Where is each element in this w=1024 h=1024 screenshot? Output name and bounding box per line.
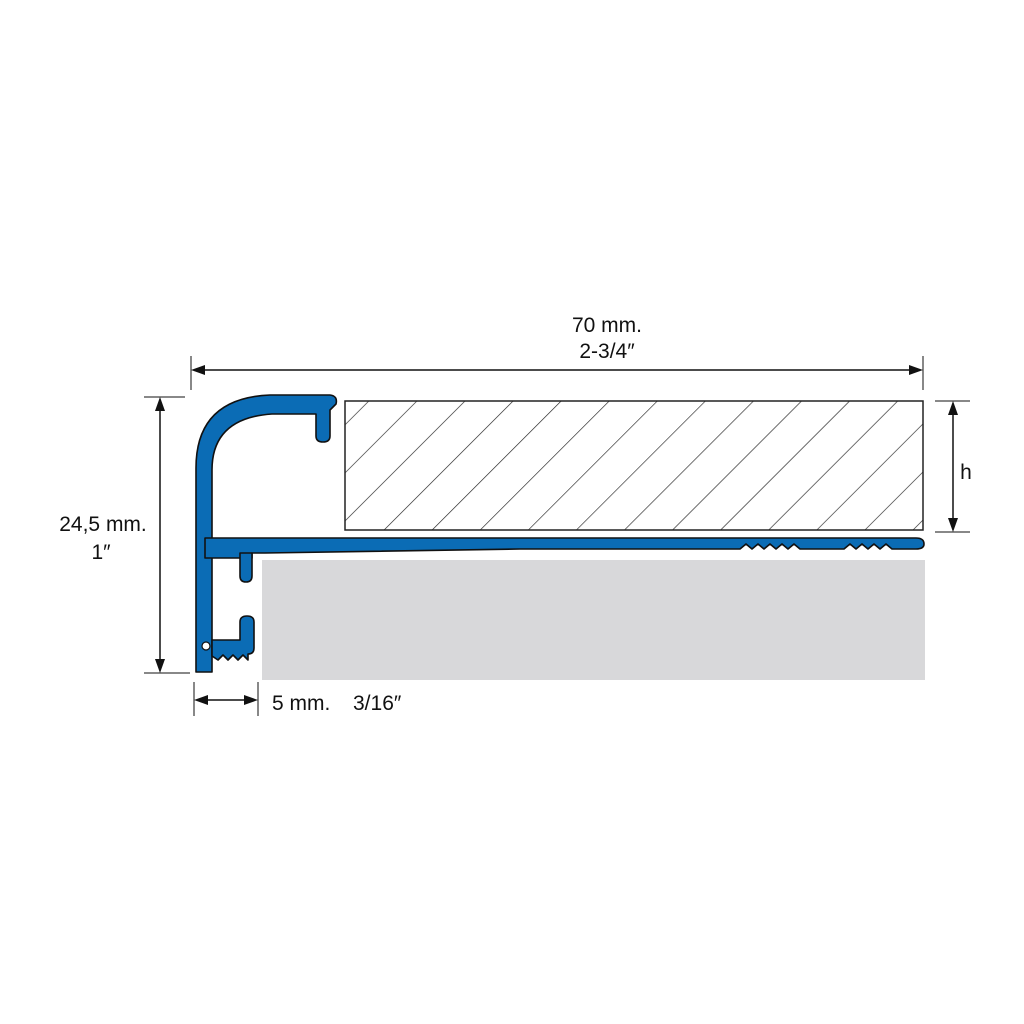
joint-dimension: 5 mm. 3/16″ <box>193 682 402 716</box>
height-metric-label: 24,5 mm. <box>59 513 147 536</box>
profile-upper-leg <box>239 552 253 583</box>
trim-profile <box>195 394 925 673</box>
profile-flange <box>204 537 925 559</box>
joint-metric-label: 5 mm. <box>272 692 330 715</box>
tile-block <box>344 400 924 531</box>
joint-imperial-label: 3/16″ <box>353 692 402 715</box>
width-dimension: 70 mm. 2-3/4″ <box>190 314 924 390</box>
profile-base-hole <box>201 641 211 651</box>
width-metric-label: 70 mm. <box>572 314 642 337</box>
height-imperial-label: 1″ <box>91 541 111 564</box>
tile-height-dimension: h <box>935 400 972 533</box>
substrate-block <box>262 560 925 680</box>
height-dimension: 24,5 mm. 1″ <box>59 396 190 674</box>
profile-lower-leg <box>211 615 255 661</box>
tile-height-label: h <box>960 461 972 484</box>
width-imperial-label: 2-3/4″ <box>579 340 635 363</box>
